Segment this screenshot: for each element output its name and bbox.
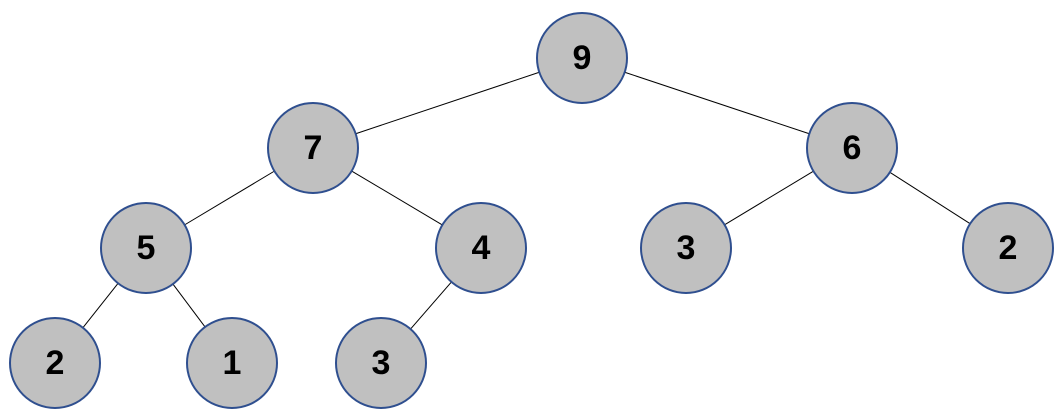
tree-node: 7 — [267, 102, 359, 194]
tree-node-value: 4 — [472, 229, 491, 267]
tree-node: 9 — [536, 12, 628, 104]
tree-node-circle — [9, 317, 101, 409]
tree-node: 1 — [186, 317, 278, 409]
tree-edge — [624, 71, 810, 135]
tree-node-value: 3 — [372, 344, 391, 382]
tree-node-value: 1 — [223, 344, 242, 382]
tree-node-circle — [962, 202, 1054, 294]
tree-node-circle — [267, 102, 359, 194]
tree-node: 3 — [335, 317, 427, 409]
tree-node-circle — [435, 202, 527, 294]
tree-edge — [410, 281, 452, 330]
tree-edge — [355, 71, 540, 135]
tree-node-value: 2 — [46, 344, 65, 382]
tree-node-value: 9 — [573, 39, 592, 77]
tree-node: 2 — [9, 317, 101, 409]
tree-node: 2 — [962, 202, 1054, 294]
tree-node: 5 — [100, 202, 192, 294]
tree-edge — [724, 170, 814, 226]
tree-node-circle — [640, 202, 732, 294]
tree-edge — [172, 283, 206, 328]
tree-node-value: 7 — [304, 129, 323, 167]
tree-node: 4 — [435, 202, 527, 294]
tree-node-circle — [806, 102, 898, 194]
tree-node-circle — [536, 12, 628, 104]
tree-node-value: 6 — [843, 129, 862, 167]
tree-node-value: 5 — [137, 229, 156, 267]
tree-node-value: 3 — [677, 229, 696, 267]
tree-node-circle — [100, 202, 192, 294]
tree-node-circle — [335, 317, 427, 409]
tree-edge — [889, 171, 971, 225]
tree-node-circle — [186, 317, 278, 409]
tree-edge — [351, 170, 443, 226]
tree-node: 6 — [806, 102, 898, 194]
tree-node: 3 — [640, 202, 732, 294]
tree-node-value: 2 — [999, 229, 1018, 267]
tree-edge — [82, 282, 119, 329]
edges-layer — [82, 71, 971, 330]
nodes-layer: 9 7 6 5 4 3 2 2 1 3 — [9, 12, 1054, 409]
tree-edge — [184, 170, 275, 226]
